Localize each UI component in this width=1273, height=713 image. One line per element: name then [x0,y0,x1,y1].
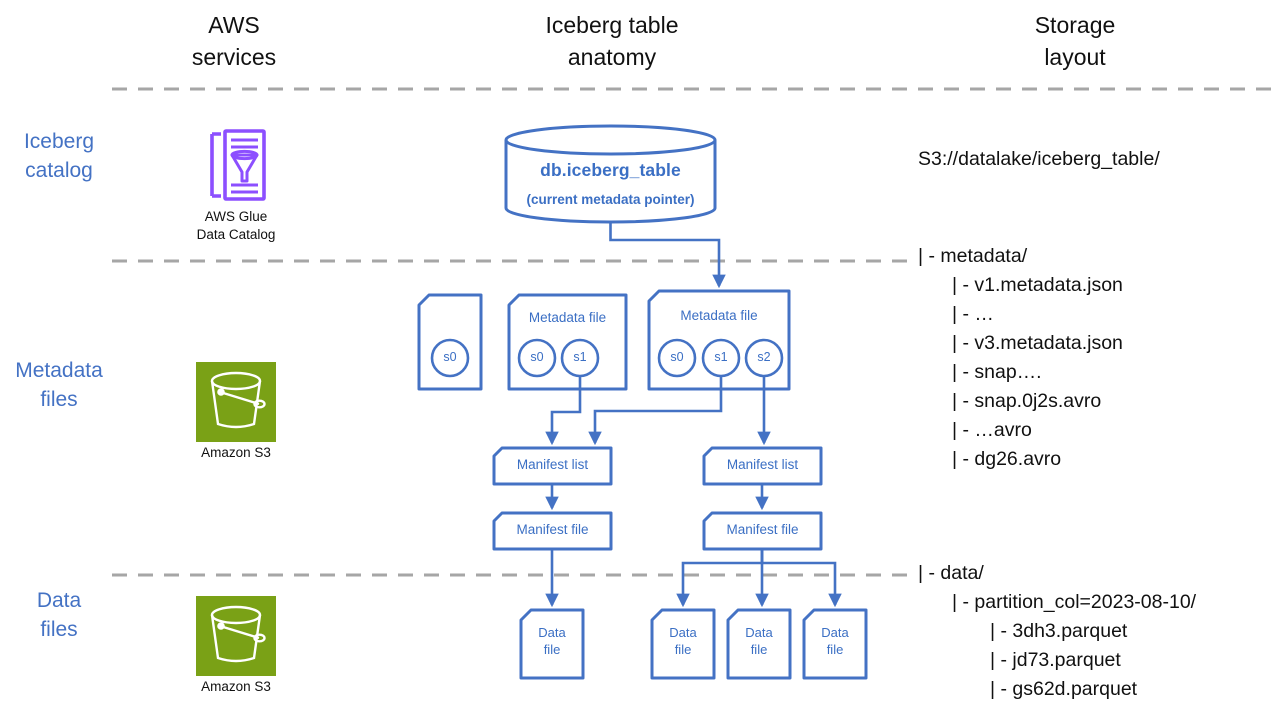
data-file-2[interactable] [650,608,716,680]
row-label-metadata-files: Metadata files [15,359,103,411]
column-header-iceberg-table-anatomy: Iceberg table anatomy [545,12,679,70]
storage-line-v1-metadata-json: | - v1.metadata.json [952,274,1123,296]
data-file-2-label: Data file [669,625,697,657]
manifest-list-right-label: Manifest list [726,457,799,472]
data-file-1[interactable] [519,608,585,680]
metadata-file-1[interactable] [417,293,483,391]
manifest-file-right-label: Manifest file [726,522,799,537]
storage-line-ellipsis-metadata: | - … [952,303,994,325]
catalog-subtitle: (current metadata pointer) [526,192,695,207]
connector-mf2-s1-to-manifest-list-left [545,376,582,446]
storage-line-3dh3-parquet: | - 3dh3.parquet [990,620,1128,642]
storage-line-ellipsis-avro: | - …avro [952,419,1032,441]
storage-line-partition-col: | - partition_col=2023-08-10/ [952,591,1197,613]
data-file-3[interactable] [726,608,792,680]
storage-root-path: S3://datalake/iceberg_table/ [918,148,1160,170]
storage-line-metadata-dir: | - metadata/ [918,245,1028,267]
glue-book-funnel-icon [210,129,266,201]
caption-aws-glue-data-catalog: AWS Glue Data Catalog [196,209,276,243]
data-file-1-label: Data file [538,625,566,657]
manifest-file-left-label: Manifest file [516,522,589,537]
data-file-4[interactable] [802,608,868,680]
metadata-file-2-snapshot-s1-label: s1 [573,350,587,364]
column-header-storage-layout: Storage layout [1034,12,1116,70]
metadata-file-2[interactable] [507,293,628,391]
storage-line-jd73-parquet: | - jd73.parquet [990,649,1121,671]
metadata-file-3-label: Metadata file [680,308,758,323]
s3-bucket-icon-data [196,596,276,676]
storage-line-data-dir: | - data/ [918,562,984,584]
caption-amazon-s3-metadata: Amazon S3 [201,445,271,460]
storage-line-v3-metadata-json: | - v3.metadata.json [952,332,1123,354]
metadata-file-3-snapshot-s2-label: s2 [757,350,771,364]
catalog-title: db.iceberg_table [540,160,681,180]
storage-line-snap-ellipsis: | - snap…. [952,361,1042,383]
snapshot-s0 [657,338,697,378]
row-label-data-files: Data files [36,589,82,641]
db-iceberg-table-cylinder[interactable] [504,124,717,224]
metadata-file-2-label: Metadata file [528,310,607,325]
storage-line-dg26-avro: | - dg26.avro [952,448,1062,470]
column-header-aws-services: AWS services [191,12,277,70]
metadata-file-2-snapshot-s0-label: s0 [530,350,544,364]
connector-mf3-s1-to-manifest-list-left [588,376,723,446]
data-file-4-label: Data file [821,625,849,657]
storage-line-snap-0j2s-avro: | - snap.0j2s.avro [952,390,1102,412]
metadata-file-3[interactable] [647,289,791,391]
manifest-list-left-label: Manifest list [516,457,589,472]
metadata-file-3-snapshot-s1-label: s1 [714,350,728,364]
snapshot-s0 [517,338,557,378]
storage-line-gs62d-parquet: | - gs62d.parquet [990,678,1138,700]
metadata-file-1-snapshot-s0-label: s0 [443,350,457,364]
caption-amazon-s3-data: Amazon S3 [201,679,271,694]
s3-bucket-icon-metadata [196,362,276,442]
data-file-3-label: Data file [745,625,773,657]
connector-manifest-file-right-to-data-file-2 [676,549,764,608]
snapshot-s0 [430,338,470,378]
connector-catalog-to-metadata-file-3 [609,222,726,289]
row-label-iceberg-catalog: Iceberg catalog [23,130,95,182]
metadata-file-3-snapshot-s0-label: s0 [670,350,684,364]
connector-manifest-file-right-to-data-file-4 [760,549,842,608]
